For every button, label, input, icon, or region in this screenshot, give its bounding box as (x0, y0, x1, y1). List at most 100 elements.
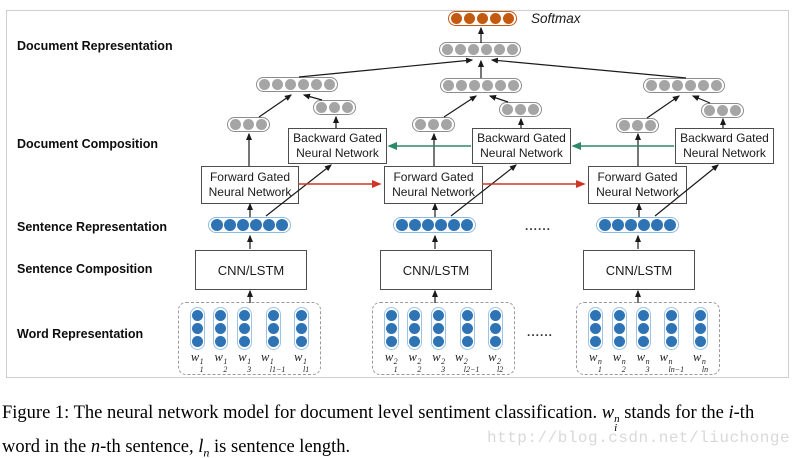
unit-circle (409, 336, 421, 347)
unit-circle (239, 336, 251, 347)
unit-circle (409, 219, 421, 231)
forward-gnn-label-line1: Forward Gated (597, 169, 678, 184)
row-label-sentence-representation: Sentence Representation (17, 220, 168, 234)
unit-circle (435, 219, 447, 231)
unit-circle (490, 323, 502, 334)
unit-circle (259, 79, 270, 90)
backward-hidden-row-3 (701, 103, 744, 118)
unit-circle (612, 219, 624, 231)
sentence-vector-row-2 (393, 217, 476, 233)
unit-circle (272, 79, 283, 90)
unit-circle (515, 104, 526, 115)
forward-hidden-row-2 (412, 117, 455, 132)
unit-circle (385, 336, 397, 347)
unit-circle (230, 119, 241, 130)
unit-circle (599, 219, 611, 231)
sentence-vector-row-1 (208, 217, 291, 233)
word-vector-capsule (189, 307, 205, 350)
unit-circle (415, 119, 426, 130)
document-representation-row (439, 42, 521, 57)
backward-gnn-box-3: Backward Gated Neural Network (675, 128, 774, 164)
forward-gnn-label-line1: Forward Gated (393, 169, 474, 184)
word-vector-capsule (635, 307, 651, 350)
unit-circle (441, 119, 452, 130)
word-vector-capsule (265, 307, 281, 350)
unit-circle (619, 120, 630, 131)
unit-circle (215, 310, 227, 321)
unit-circle (508, 80, 519, 91)
unit-circle (267, 336, 279, 347)
unit-circle (433, 323, 445, 334)
word-vector-capsule (664, 307, 680, 350)
word-vector-capsule (488, 307, 504, 350)
word-vector-capsule (459, 307, 475, 350)
unit-circle (461, 310, 473, 321)
backward-gnn-label-line1: Backward Gated (293, 130, 382, 145)
unit-circle (695, 336, 707, 347)
backward-gnn-label-line2: Neural Network (480, 146, 563, 160)
document-vector-row-1 (256, 77, 338, 92)
cnn-lstm-label: CNN/LSTM (217, 262, 285, 278)
unit-circle (672, 80, 683, 91)
unit-circle (695, 310, 707, 321)
unit-circle (613, 336, 625, 347)
backward-gnn-label-line1: Backward Gated (477, 130, 566, 145)
unit-circle (263, 219, 275, 231)
document-vector-row-2 (440, 78, 522, 93)
softmax-label: Softmax (531, 11, 581, 26)
unit-circle (666, 310, 678, 321)
figure-frame (6, 10, 789, 378)
row-label-document-composition: Document Composition (17, 137, 158, 151)
unit-circle (685, 80, 696, 91)
unit-circle (191, 336, 203, 347)
unit-circle (215, 323, 227, 334)
cnn-lstm-box-3: CNN/LSTM (583, 250, 695, 290)
word-vector-capsule (587, 307, 603, 350)
cnn-lstm-label: CNN/LSTM (605, 262, 673, 278)
unit-circle (243, 119, 254, 130)
unit-circle (237, 219, 249, 231)
forward-hidden-row-1 (227, 117, 270, 132)
backward-gnn-label-line1: Backward Gated (680, 130, 769, 145)
unit-circle (461, 219, 473, 231)
word-vector-capsule (431, 307, 447, 350)
unit-circle (276, 219, 288, 231)
unit-circle (285, 79, 296, 90)
unit-circle (613, 323, 625, 334)
unit-circle (428, 119, 439, 130)
unit-circle (490, 13, 501, 24)
unit-circle (589, 336, 601, 347)
unit-circle (409, 310, 421, 321)
unit-circle (267, 310, 279, 321)
forward-gnn-box-2: Forward Gated Neural Network (384, 166, 483, 204)
word-vector-capsule (693, 307, 709, 350)
unit-circle (316, 102, 327, 113)
unit-circle (385, 323, 397, 334)
unit-circle (482, 80, 493, 91)
unit-circle (191, 323, 203, 334)
unit-circle (468, 44, 479, 55)
backward-gnn-box-1: Backward Gated Neural Network (288, 128, 387, 164)
unit-circle (433, 336, 445, 347)
forward-gnn-box-1: Forward Gated Neural Network (201, 166, 299, 204)
unit-circle (495, 80, 506, 91)
unit-circle (494, 44, 505, 55)
unit-circle (298, 79, 309, 90)
unit-circle (502, 104, 513, 115)
forward-gnn-box-3: Forward Gated Neural Network (588, 166, 687, 204)
row-label-word-representation: Word Representation (17, 327, 144, 341)
